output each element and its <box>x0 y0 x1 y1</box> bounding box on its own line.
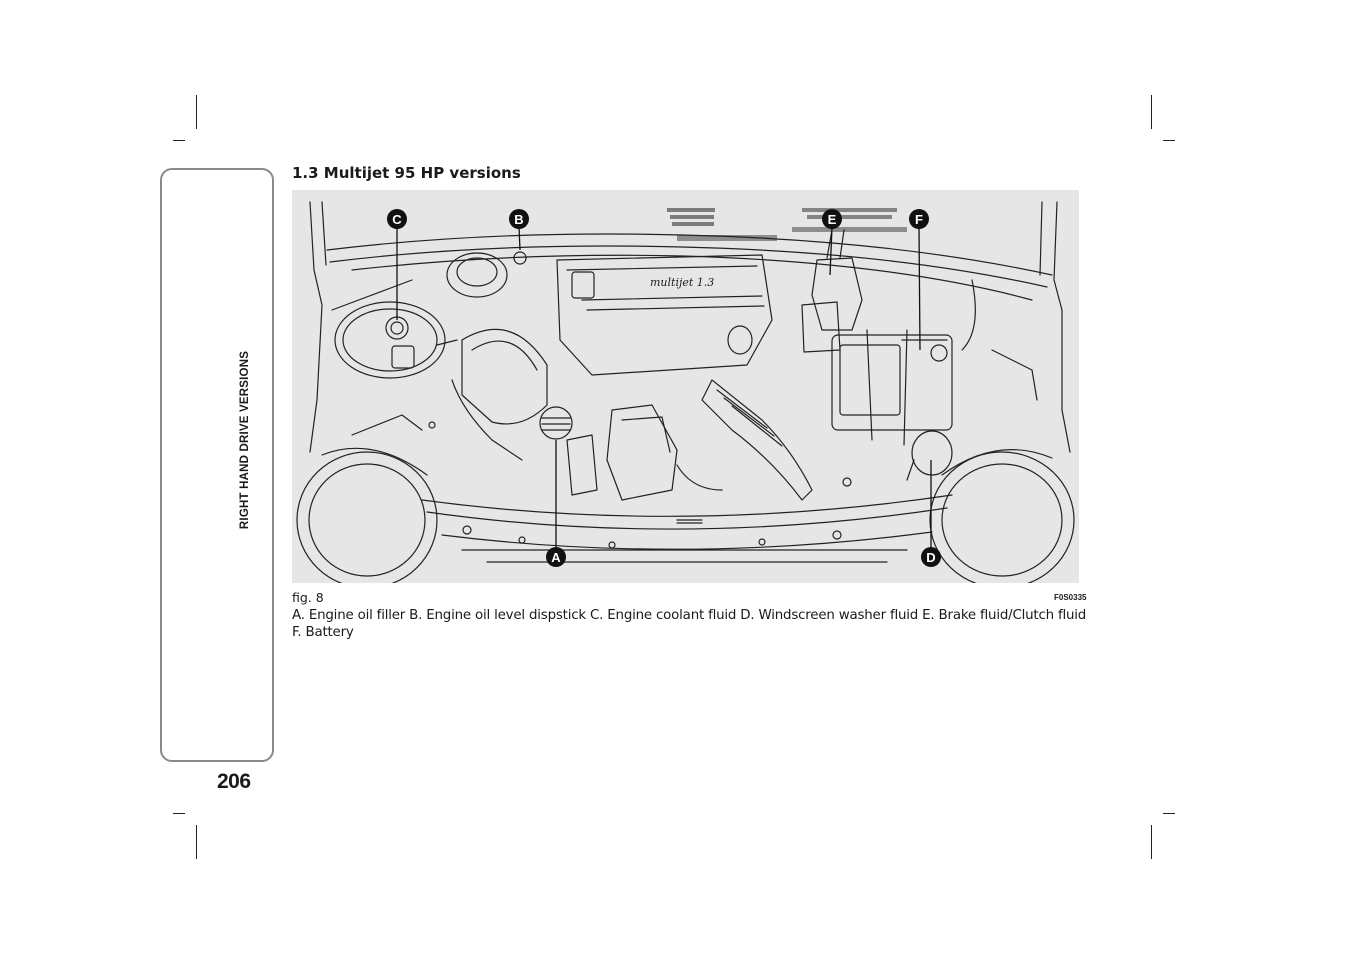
crop-mark <box>1151 825 1152 859</box>
svg-text:D: D <box>926 550 935 565</box>
callout-marker-e: E <box>822 209 842 229</box>
svg-text:C: C <box>392 212 402 227</box>
callout-marker-d: D <box>921 547 941 567</box>
section-tab <box>160 168 274 762</box>
crop-mark <box>1163 140 1175 141</box>
engine-bay-figure: multijet 1.3 C B E F A D <box>292 190 1079 583</box>
crop-mark <box>196 95 197 129</box>
caption-line: F. Battery <box>292 625 354 640</box>
callout-marker-b: B <box>509 209 529 229</box>
section-label: RIGHT HAND DRIVE VERSIONS <box>239 350 251 530</box>
crop-mark <box>1151 95 1152 129</box>
callout-marker-f: F <box>909 209 929 229</box>
figure-label: fig. 8 <box>292 590 324 605</box>
crop-mark <box>173 140 185 141</box>
svg-text:E: E <box>828 212 837 227</box>
page-number: 206 <box>217 770 251 793</box>
callout-marker-a: A <box>546 547 566 567</box>
crop-mark <box>196 825 197 859</box>
callout-marker-c: C <box>387 209 407 229</box>
svg-text:F: F <box>915 212 923 227</box>
caption-line: A. Engine oil filler B. Engine oil level… <box>292 608 1087 623</box>
svg-text:A: A <box>551 550 561 565</box>
crop-mark <box>173 813 185 814</box>
engine-badge: multijet 1.3 <box>650 276 714 289</box>
crop-mark <box>1163 813 1175 814</box>
figure-caption: A. Engine oil filler B. Engine oil level… <box>292 607 1086 641</box>
section-title: 1.3 Multijet 95 HP versions <box>292 164 521 182</box>
figure-code: F0S0335 <box>1054 593 1087 602</box>
svg-text:B: B <box>514 212 523 227</box>
engine-bay-illustration: multijet 1.3 C B E F A D <box>296 201 1075 583</box>
